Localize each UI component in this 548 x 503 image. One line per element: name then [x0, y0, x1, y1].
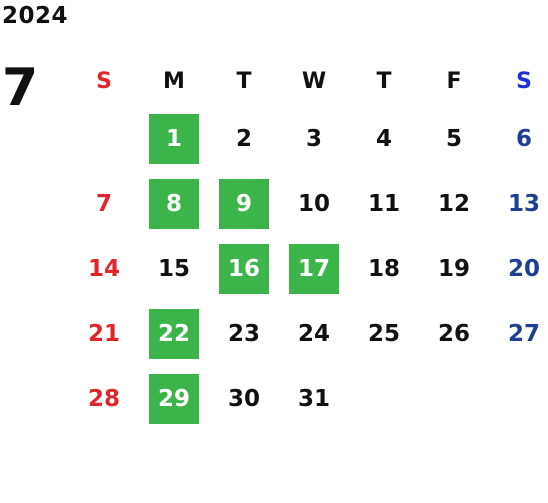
day-cell-empty	[489, 366, 548, 431]
day-number: 26	[437, 320, 470, 347]
day-cell-9[interactable]: 9	[209, 171, 279, 236]
day-number: 11	[367, 190, 400, 217]
day-number: 13	[507, 190, 540, 217]
day-cell-3[interactable]: 3	[279, 106, 349, 171]
day-cell-13[interactable]: 13	[489, 171, 548, 236]
weekday-header-tue: T	[236, 68, 252, 94]
day-cell-16[interactable]: 16	[209, 236, 279, 301]
weekday-header-wed: W	[301, 68, 327, 94]
month-label: 7	[2, 58, 39, 118]
calendar-grid: S M T W T F S 1 2 3 4 5 6 7 8 9 10 11 12…	[69, 56, 548, 431]
day-number: 5	[445, 125, 462, 152]
day-cell-empty	[349, 366, 419, 431]
day-cell-29[interactable]: 29	[139, 366, 209, 431]
day-cell-23[interactable]: 23	[209, 301, 279, 366]
day-cell-22[interactable]: 22	[139, 301, 209, 366]
day-cell-12[interactable]: 12	[419, 171, 489, 236]
day-number: 8	[149, 178, 199, 229]
day-number	[359, 374, 409, 424]
day-cell-empty	[419, 366, 489, 431]
day-number: 23	[227, 320, 260, 347]
day-cell-empty	[69, 106, 139, 171]
day-cell-1[interactable]: 1	[139, 106, 209, 171]
day-number: 28	[87, 385, 120, 412]
day-cell-7[interactable]: 7	[69, 171, 139, 236]
day-number	[79, 114, 129, 164]
day-number: 1	[149, 113, 199, 164]
day-number: 18	[367, 255, 400, 282]
day-cell-5[interactable]: 5	[419, 106, 489, 171]
day-number: 27	[507, 320, 540, 347]
day-number: 12	[437, 190, 470, 217]
day-cell-24[interactable]: 24	[279, 301, 349, 366]
day-cell-8[interactable]: 8	[139, 171, 209, 236]
day-number: 22	[149, 308, 199, 359]
day-number: 4	[375, 125, 392, 152]
day-number: 17	[289, 243, 339, 294]
day-number	[429, 374, 479, 424]
day-number	[499, 374, 548, 424]
day-number: 25	[367, 320, 400, 347]
day-cell-6[interactable]: 6	[489, 106, 548, 171]
day-cell-14[interactable]: 14	[69, 236, 139, 301]
weekday-header-thu: T	[376, 68, 392, 94]
day-cell-4[interactable]: 4	[349, 106, 419, 171]
day-number: 24	[297, 320, 330, 347]
weekday-header-mon: M	[163, 68, 185, 94]
day-number: 20	[507, 255, 540, 282]
weekday-header-sat: S	[516, 68, 532, 94]
day-number: 10	[297, 190, 330, 217]
day-cell-19[interactable]: 19	[419, 236, 489, 301]
day-number: 19	[437, 255, 470, 282]
day-number: 3	[305, 125, 322, 152]
day-number: 31	[297, 385, 330, 412]
day-cell-2[interactable]: 2	[209, 106, 279, 171]
day-number: 2	[235, 125, 252, 152]
day-number: 14	[87, 255, 120, 282]
day-cell-26[interactable]: 26	[419, 301, 489, 366]
year-label: 2024	[2, 3, 69, 29]
day-cell-20[interactable]: 20	[489, 236, 548, 301]
day-cell-17[interactable]: 17	[279, 236, 349, 301]
day-number: 21	[87, 320, 120, 347]
day-cell-28[interactable]: 28	[69, 366, 139, 431]
day-cell-27[interactable]: 27	[489, 301, 548, 366]
day-cell-21[interactable]: 21	[69, 301, 139, 366]
day-cell-31[interactable]: 31	[279, 366, 349, 431]
day-number: 16	[219, 243, 269, 294]
day-number: 30	[227, 385, 260, 412]
day-cell-30[interactable]: 30	[209, 366, 279, 431]
day-cell-18[interactable]: 18	[349, 236, 419, 301]
day-cell-25[interactable]: 25	[349, 301, 419, 366]
day-cell-10[interactable]: 10	[279, 171, 349, 236]
day-number: 15	[157, 255, 190, 282]
day-number: 29	[149, 373, 199, 424]
day-cell-11[interactable]: 11	[349, 171, 419, 236]
weekday-header-fri: F	[446, 68, 462, 94]
weekday-header-sun: S	[96, 68, 112, 94]
day-number: 7	[95, 190, 112, 217]
day-number: 9	[219, 178, 269, 229]
day-number: 6	[515, 125, 532, 152]
day-cell-15[interactable]: 15	[139, 236, 209, 301]
